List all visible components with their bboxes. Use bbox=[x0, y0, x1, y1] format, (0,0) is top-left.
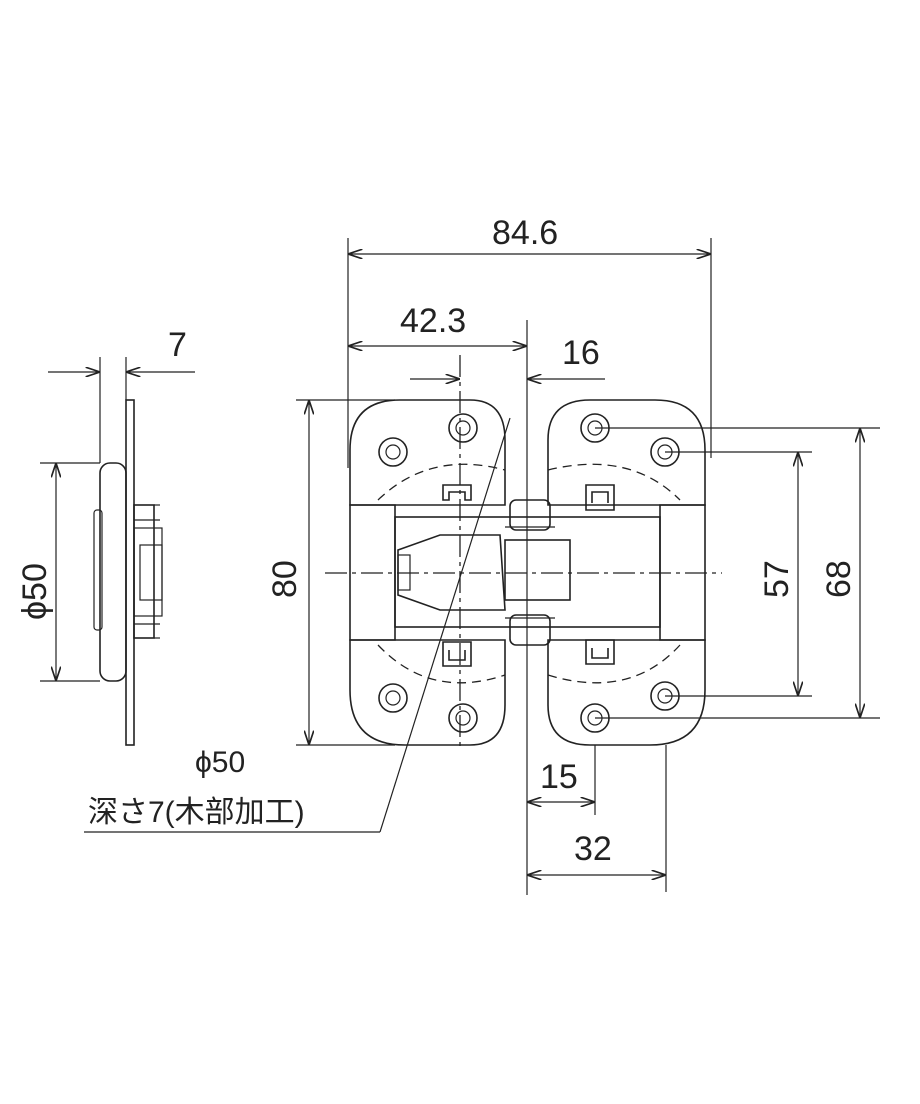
screw-hole-left-top-center bbox=[448, 413, 478, 443]
screw-hole-left-bottom-center bbox=[448, 703, 478, 733]
side-view: 7 ϕ50 bbox=[16, 326, 195, 746]
bore-depth-note: 深さ7(木部加工) bbox=[88, 796, 305, 829]
dim-42-3: 42.3 bbox=[400, 302, 466, 340]
side-plate bbox=[125, 399, 135, 746]
screw-hole-left-lower bbox=[378, 683, 408, 713]
dim-68: 68 bbox=[820, 560, 858, 598]
dim-15: 15 bbox=[540, 758, 578, 796]
front-view: 84.6 42.3 16 80 57 68 15 32 ϕ5 bbox=[84, 214, 880, 895]
side-diameter-label: ϕ50 bbox=[16, 563, 54, 620]
bore-diameter-note: ϕ50 bbox=[195, 746, 245, 779]
dim-16: 16 bbox=[562, 334, 600, 372]
side-cup bbox=[99, 462, 127, 682]
dim-80: 80 bbox=[266, 560, 304, 598]
dim-57: 57 bbox=[758, 560, 796, 598]
left-leaf bbox=[349, 399, 506, 506]
screw-hole-left-upper bbox=[378, 437, 408, 467]
dim-32: 32 bbox=[574, 830, 612, 868]
side-thickness-label: 7 bbox=[168, 326, 187, 364]
right-leaf bbox=[547, 399, 706, 506]
dim-84-6: 84.6 bbox=[492, 214, 558, 252]
